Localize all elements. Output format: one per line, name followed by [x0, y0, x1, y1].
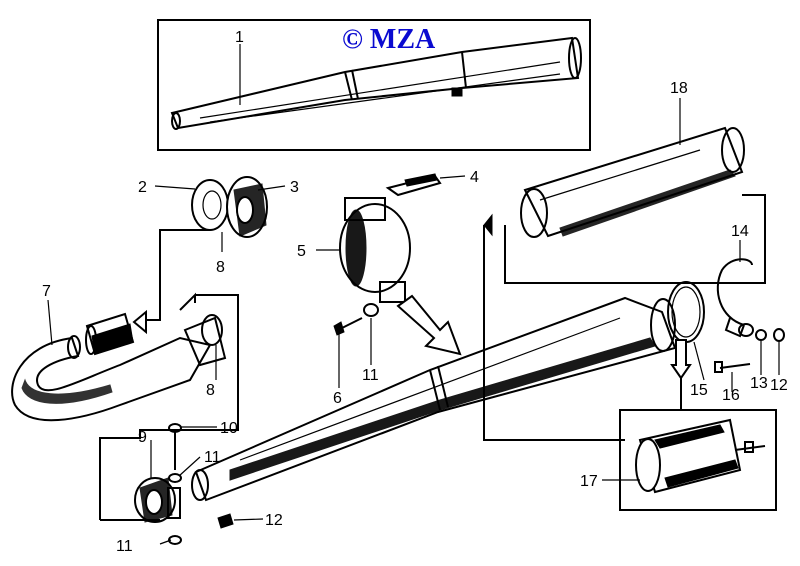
label-part-3: 3 — [290, 179, 299, 196]
part-14-ring-clamp — [716, 258, 754, 338]
arrow-to-sleeve — [146, 229, 210, 321]
leader-lines — [47, 44, 780, 545]
muffler-line-arrowhead — [483, 213, 493, 237]
part-11-washer-c — [363, 303, 379, 317]
label-part-5: 5 — [297, 243, 306, 260]
label-part-8-lower: 8 — [206, 382, 215, 399]
part-18-bracket-line — [504, 194, 766, 284]
part-2-gasket — [191, 179, 229, 231]
left-bracket-line — [99, 294, 239, 520]
arrow-up-to-muffler — [670, 339, 692, 380]
part-1-frame — [157, 19, 591, 151]
part-12-nut-b — [773, 328, 785, 342]
part-4-clamp-shade — [404, 173, 438, 187]
part-17-frame — [619, 409, 777, 511]
label-part-15: 15 — [690, 382, 708, 399]
part-7-sleeve — [85, 312, 135, 356]
part-1-bracket — [451, 87, 463, 97]
part-8-gasket-lower — [201, 314, 223, 346]
label-part-6: 6 — [333, 390, 342, 407]
part-1-muffler-end — [568, 37, 582, 79]
arrow-bracket-to-muffler — [396, 294, 462, 356]
part-18-silencer-tube — [520, 126, 745, 238]
label-part-2: 2 — [138, 179, 147, 196]
part-11-washer-a — [168, 473, 182, 483]
part-9-clamp — [134, 477, 181, 523]
part-17-insert — [635, 418, 766, 494]
label-part-10: 10 — [220, 420, 238, 437]
part-1-muffler-tip — [171, 112, 181, 130]
part-3-flange-nut — [226, 176, 268, 238]
label-part-17: 17 — [580, 473, 598, 490]
label-part-14: 14 — [731, 223, 749, 240]
label-part-1: 1 — [235, 29, 244, 46]
part-5-bracket-ring — [339, 197, 411, 303]
part-1-muffler-box — [157, 19, 591, 151]
copyright-watermark: © MZA — [342, 24, 436, 55]
arrow-to-sleeve-head — [132, 309, 147, 335]
left-bracket-arrow — [179, 292, 196, 311]
label-part-12-b: 12 — [770, 377, 788, 394]
label-part-12-a: 12 — [265, 512, 283, 529]
part-11-washer-b — [168, 535, 182, 545]
label-part-16: 16 — [722, 387, 740, 404]
label-part-7: 7 — [42, 283, 51, 300]
part-7-exhaust-pipe — [11, 316, 227, 422]
label-part-8-upper: 8 — [216, 259, 225, 276]
part-16-bolt — [719, 363, 751, 369]
label-part-4: 4 — [470, 169, 479, 186]
muffler-to-insert-line — [483, 225, 625, 441]
part-12-nut-a — [217, 513, 234, 529]
label-part-18: 18 — [670, 80, 688, 97]
part-13-washer — [755, 329, 767, 341]
label-part-11-b: 11 — [116, 538, 133, 555]
label-part-11-c: 11 — [362, 367, 379, 384]
label-part-9: 9 — [138, 429, 147, 446]
main-muffler — [191, 296, 677, 502]
label-part-13: 13 — [750, 375, 768, 392]
label-part-11-a: 11 — [204, 449, 221, 466]
